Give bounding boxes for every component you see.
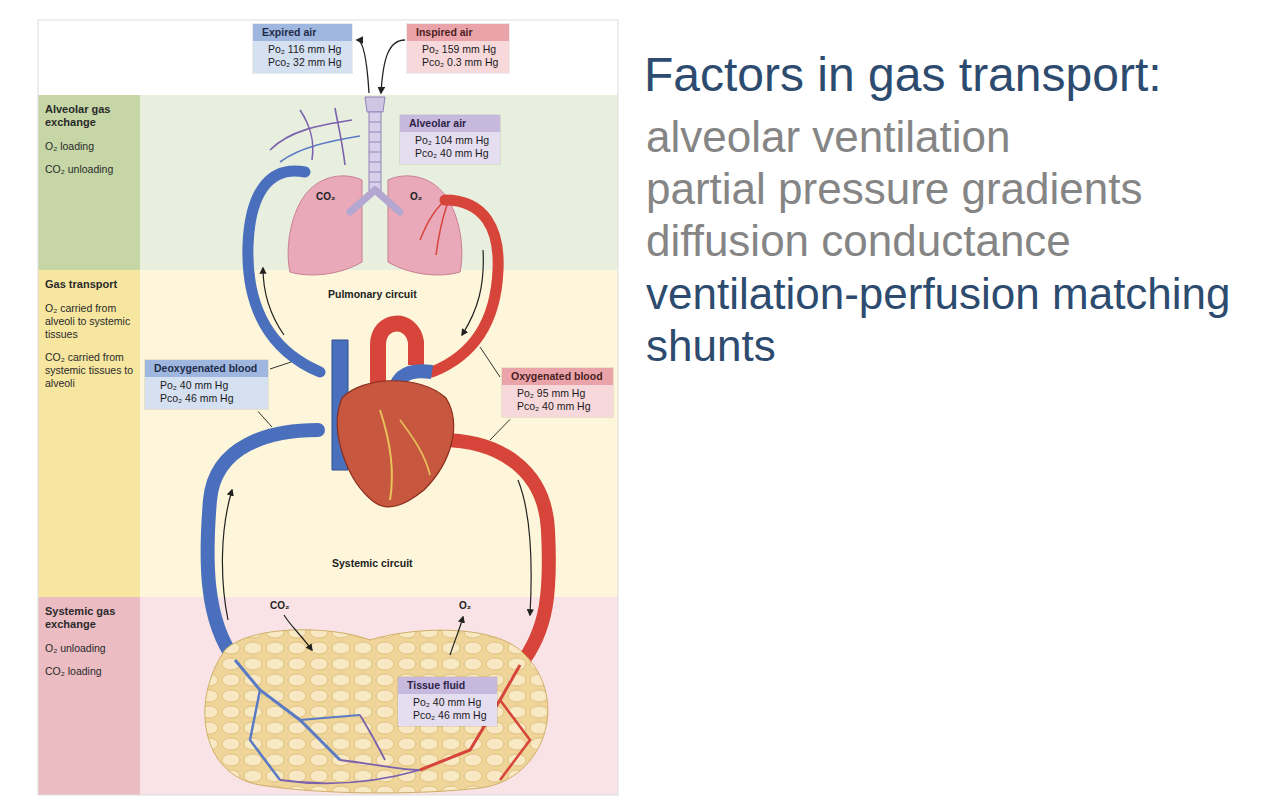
region-heading: Gas transport — [45, 278, 135, 291]
gas-values-box: Oxygenated bloodPo₂ 95 mm HgPco₂ 40 mm H… — [502, 368, 613, 417]
partial-pressure: Po₂ 40 mm Hg — [398, 696, 497, 709]
region-note: O₂ carried from alveoli to systemic tiss… — [45, 302, 135, 341]
box-heading: Oxygenated blood — [502, 368, 613, 385]
trachea — [369, 112, 381, 192]
partial-pressure: Po₂ 104 mm Hg — [400, 134, 500, 147]
box-heading: Inspired air — [407, 24, 509, 41]
inspiration-arrow — [381, 40, 405, 93]
gas-arrow — [284, 615, 312, 650]
list-item: diffusion conductance — [646, 216, 1071, 267]
flow-arrow — [462, 250, 483, 335]
region-text-column: Alveolar gas exchange O₂ loadingCO₂ unloa… — [45, 103, 135, 176]
leader-line — [258, 411, 272, 427]
bronchi — [350, 190, 400, 212]
region-text-column: Systemic gas exchange O₂ unloadingCO₂ loa… — [45, 605, 135, 678]
tissue-bed — [205, 630, 548, 793]
region-text-column: Gas transport O₂ carried from alveoli to … — [45, 278, 135, 390]
flow-arrow — [263, 268, 284, 335]
figure-label: O₂ — [459, 600, 471, 612]
region-heading: Systemic gas exchange — [45, 605, 135, 631]
gas-values-box: Expired airPo₂ 116 mm HgPco₂ 32 mm Hg — [253, 24, 352, 73]
list-item: partial pressure gradients — [646, 164, 1142, 215]
alveolar-band-strip — [38, 95, 140, 270]
flow-arrow — [518, 480, 531, 615]
region-band: Alveolar gas exchange O₂ loadingCO₂ unloa… — [38, 95, 618, 270]
list-item: alveolar ventilation — [646, 112, 1010, 163]
right-lung — [388, 176, 462, 275]
figure-label: O₂ — [408, 191, 424, 203]
region-note: O₂ unloading — [45, 642, 135, 655]
leader-line — [270, 362, 291, 369]
figure-label: Pulmonary circuit — [328, 288, 417, 300]
flow-arrow — [222, 490, 232, 620]
partial-pressure: Pco₂ 46 mm Hg — [398, 709, 497, 722]
partial-pressure: Po₂ 116 mm Hg — [253, 43, 352, 56]
left-lung — [288, 176, 362, 275]
region-note: CO₂ carried from systemic tissues to alv… — [45, 351, 135, 390]
slide-title: Factors in gas transport: — [644, 47, 1162, 102]
box-heading: Expired air — [253, 24, 352, 41]
transport-band-strip — [38, 270, 140, 597]
gas-arrow — [450, 617, 463, 655]
region-note: CO₂ unloading — [45, 163, 135, 176]
capillary-network — [420, 200, 445, 240]
capillary-network — [335, 108, 345, 165]
capillary-network — [436, 205, 447, 255]
partial-pressure: Pco₂ 40 mm Hg — [400, 147, 500, 160]
pulmonary-vein — [432, 200, 498, 372]
gas-values-box: Alveolar airPo₂ 104 mm HgPco₂ 40 mm Hg — [400, 115, 500, 164]
figure-frame — [38, 20, 618, 795]
systemic-vein — [208, 430, 318, 660]
coronary-vessel — [400, 420, 430, 475]
list-item: ventilation-perfusion matching — [646, 269, 1231, 320]
figure-label: CO₂ — [314, 191, 337, 203]
coronary-vessel — [380, 410, 392, 500]
region-note: O₂ loading — [45, 140, 135, 153]
partial-pressure: Po₂ 159 mm Hg — [407, 43, 509, 56]
region-note: CO₂ loading — [45, 665, 135, 678]
box-heading: Alveolar air — [400, 115, 500, 132]
gas-values-box: Inspired airPo₂ 159 mm HgPco₂ 0.3 mm Hg — [407, 24, 509, 73]
region-band: Systemic gas exchange O₂ unloadingCO₂ loa… — [38, 597, 618, 795]
leader-line — [480, 347, 500, 377]
region-band: Gas transport O₂ carried from alveoli to … — [38, 270, 618, 597]
heart — [337, 381, 453, 507]
partial-pressure: Pco₂ 0.3 mm Hg — [407, 56, 509, 69]
capillary-network — [300, 110, 313, 160]
figure-label: Systemic circuit — [332, 557, 413, 569]
systemic-band-strip — [38, 597, 140, 795]
pulmonary-artery — [248, 171, 320, 372]
systemic-band-ground — [38, 597, 618, 795]
gas-values-box: Deoxygenated bloodPo₂ 40 mm HgPco₂ 46 mm… — [145, 360, 268, 409]
partial-pressure: Pco₂ 46 mm Hg — [145, 392, 268, 405]
expiration-arrow — [357, 40, 369, 93]
capillary-network — [300, 715, 360, 720]
box-heading: Tissue fluid — [398, 677, 497, 694]
list-item: shunts — [646, 321, 776, 372]
capillary-network — [500, 700, 530, 780]
box-heading: Deoxygenated blood — [145, 360, 268, 377]
capillary-network — [250, 690, 280, 780]
figure-label: CO₂ — [270, 600, 289, 612]
partial-pressure: Po₂ 95 mm Hg — [502, 387, 613, 400]
partial-pressure: Pco₂ 32 mm Hg — [253, 56, 352, 69]
leader-line — [490, 419, 510, 440]
tracheal-rings — [369, 122, 381, 182]
larynx — [365, 97, 385, 112]
capillary-network — [280, 136, 360, 162]
partial-pressure: Po₂ 40 mm Hg — [145, 379, 268, 392]
region-heading: Alveolar gas exchange — [45, 103, 135, 129]
gas-values-box: Tissue fluidPo₂ 40 mm HgPco₂ 46 mm Hg — [398, 677, 497, 726]
partial-pressure: Pco₂ 40 mm Hg — [502, 400, 613, 413]
capillary-network — [235, 660, 340, 760]
